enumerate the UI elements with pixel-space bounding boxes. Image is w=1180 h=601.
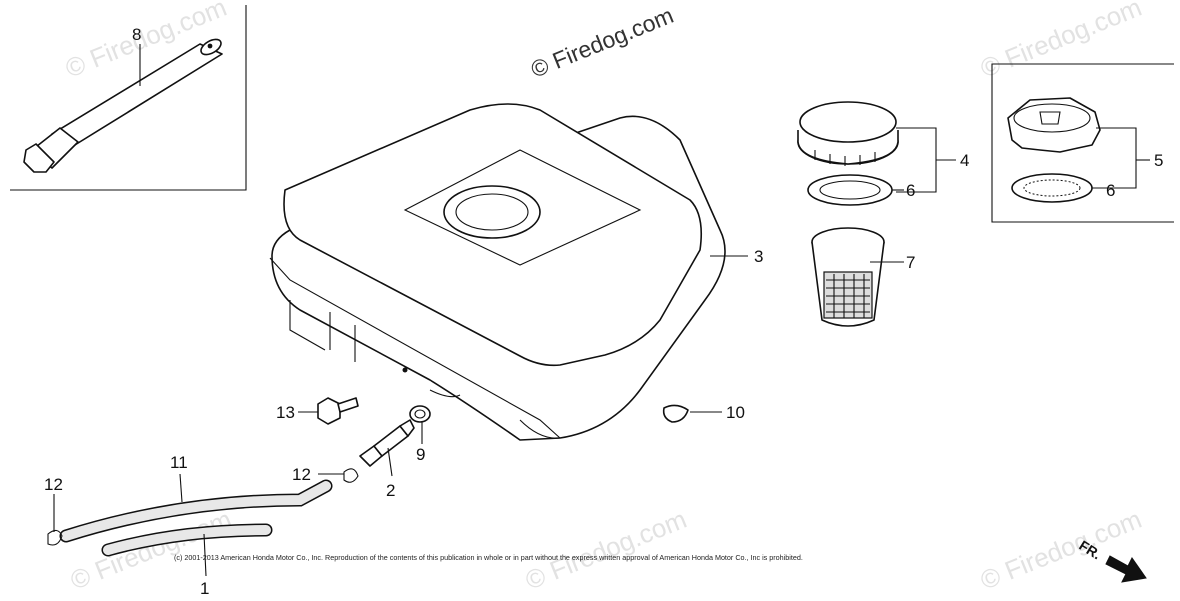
- watermark-bottom-right: © Firedog.com: [976, 504, 1146, 596]
- frame-lines: [10, 5, 1174, 223]
- frame-left-box: [10, 5, 247, 191]
- part-fuel-cap-alt: [1007, 97, 1101, 153]
- callout-fuel-tube-short: 1: [200, 579, 209, 598]
- frame-right-box: [991, 63, 1174, 223]
- callout-plug: 10: [726, 403, 745, 422]
- watermark-top-right: © Firedog.com: [976, 0, 1146, 84]
- part-fuel-cap: [797, 101, 899, 166]
- callout-gasket-alt: 6: [1106, 181, 1115, 200]
- leader-lines: [53, 44, 1150, 577]
- callouts: 8 4 6 5 6 3 7 13 9 10 11 12 12 2 1: [44, 25, 1163, 598]
- callout-clip-left: 12: [44, 475, 63, 494]
- part-fuel-tube-short: [101, 523, 273, 557]
- part-gasket-alt: [1011, 173, 1093, 203]
- callout-clip-right: 12: [292, 465, 311, 484]
- part-tool-wrench: [23, 38, 223, 173]
- watermark-top-left: © Firedog.com: [61, 0, 231, 84]
- callout-fuel-cap: 4: [960, 151, 969, 170]
- callout-fuel-cap-alt: 5: [1154, 151, 1163, 170]
- part-clip-right: [343, 468, 359, 483]
- callout-fuel-tank: 3: [754, 247, 763, 266]
- part-fuel-tube-long: [59, 479, 333, 543]
- callout-tool: 8: [132, 25, 141, 44]
- watermark-primary: © Firedog.com: [527, 2, 677, 83]
- part-fuel-strainer: [811, 227, 885, 327]
- watermark-bottom-center: © Firedog.com: [521, 504, 691, 596]
- callout-fuel-joint: 2: [386, 481, 395, 500]
- front-arrow-icon: [1105, 555, 1147, 583]
- copyright-notice: (c) 2001-2013 American Honda Motor Co., …: [174, 553, 803, 562]
- part-fuel-joint: [359, 419, 415, 467]
- part-washer: [409, 405, 431, 423]
- part-plug: [662, 404, 689, 423]
- callout-gasket-cap: 6: [906, 181, 915, 200]
- callout-washer: 9: [416, 445, 425, 464]
- part-fuel-tank: [269, 103, 726, 441]
- callout-bolt: 13: [276, 403, 295, 422]
- callout-fuel-strainer: 7: [906, 253, 915, 272]
- part-gasket-cap: [807, 174, 893, 206]
- callout-fuel-tube-long: 11: [170, 453, 188, 472]
- part-bolt: [317, 397, 359, 425]
